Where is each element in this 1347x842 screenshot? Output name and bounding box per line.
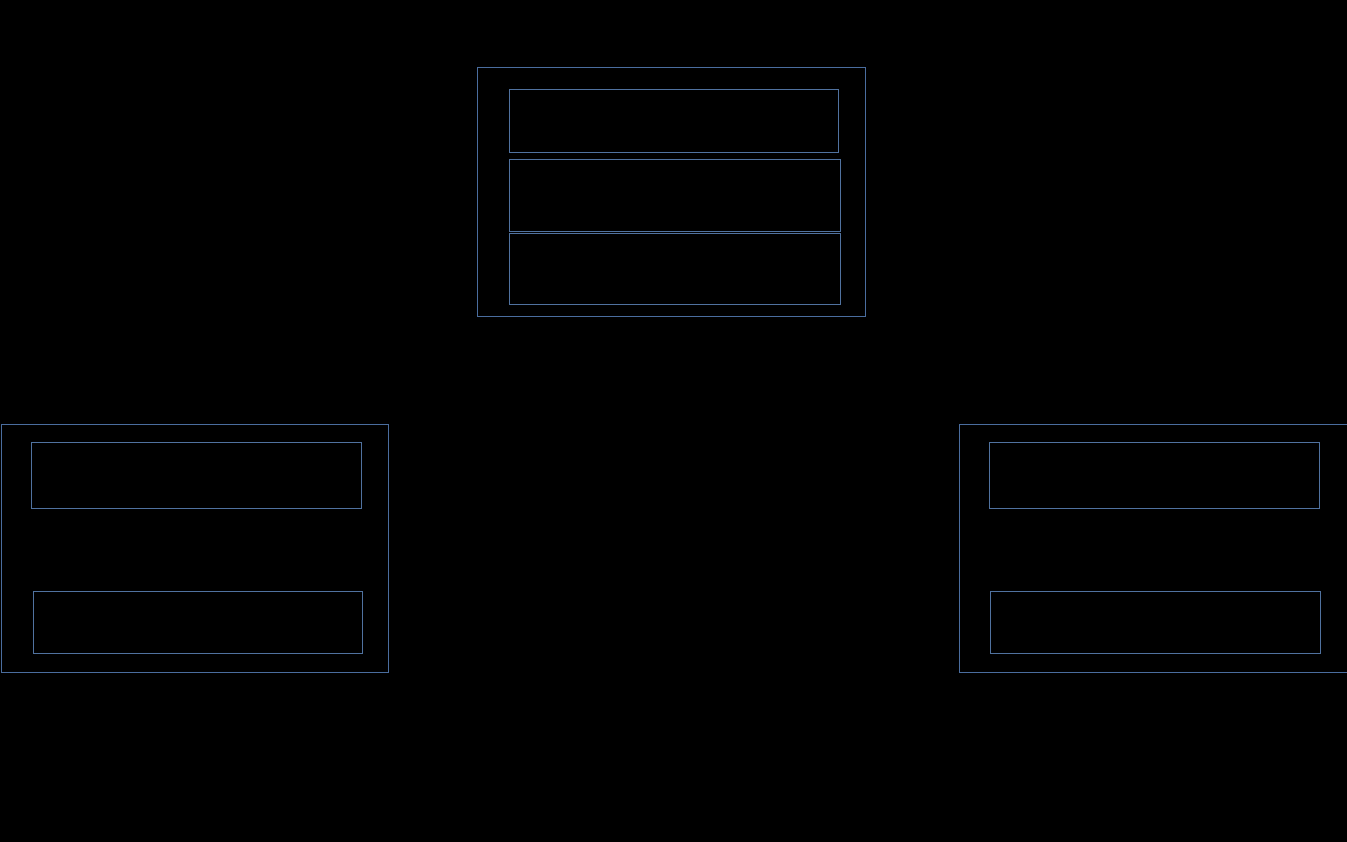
- left-panel[interactable]: [1, 424, 389, 673]
- top-panel-slot-1[interactable]: [509, 89, 839, 153]
- right-panel-slot-2[interactable]: [990, 591, 1321, 654]
- left-panel-slot-2[interactable]: [33, 591, 363, 654]
- top-panel-slot-3[interactable]: [509, 233, 841, 305]
- top-center-panel[interactable]: [477, 67, 866, 317]
- top-panel-slot-2[interactable]: [509, 159, 841, 232]
- right-panel[interactable]: [959, 424, 1347, 673]
- right-panel-slot-1[interactable]: [989, 442, 1320, 509]
- left-panel-slot-1[interactable]: [31, 442, 362, 509]
